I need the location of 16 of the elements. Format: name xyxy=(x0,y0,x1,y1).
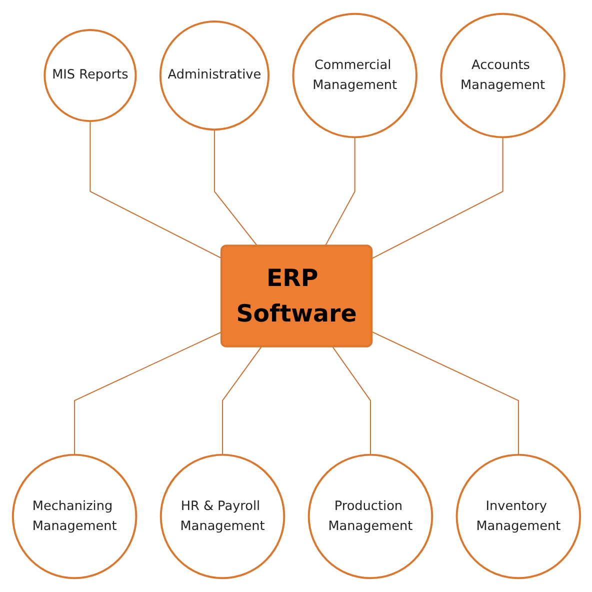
connector xyxy=(74,331,222,456)
node-circle: Commercial Management xyxy=(292,12,417,138)
node-circle: Accounts Management xyxy=(440,12,565,138)
connector xyxy=(371,331,518,456)
node-circle: Mechanizing Management xyxy=(11,454,137,580)
connector xyxy=(332,346,370,456)
connector xyxy=(89,120,222,259)
node-circle: Inventory Management xyxy=(455,454,581,580)
node-circle: MIS Reports xyxy=(43,29,136,122)
node-circle: HR & Payroll Management xyxy=(159,454,285,580)
connector xyxy=(222,346,262,456)
connector xyxy=(371,136,503,259)
connector xyxy=(213,129,258,247)
connector xyxy=(324,136,355,247)
node-circle: Administrative xyxy=(158,20,270,131)
node-circle: Production Management xyxy=(307,454,433,580)
